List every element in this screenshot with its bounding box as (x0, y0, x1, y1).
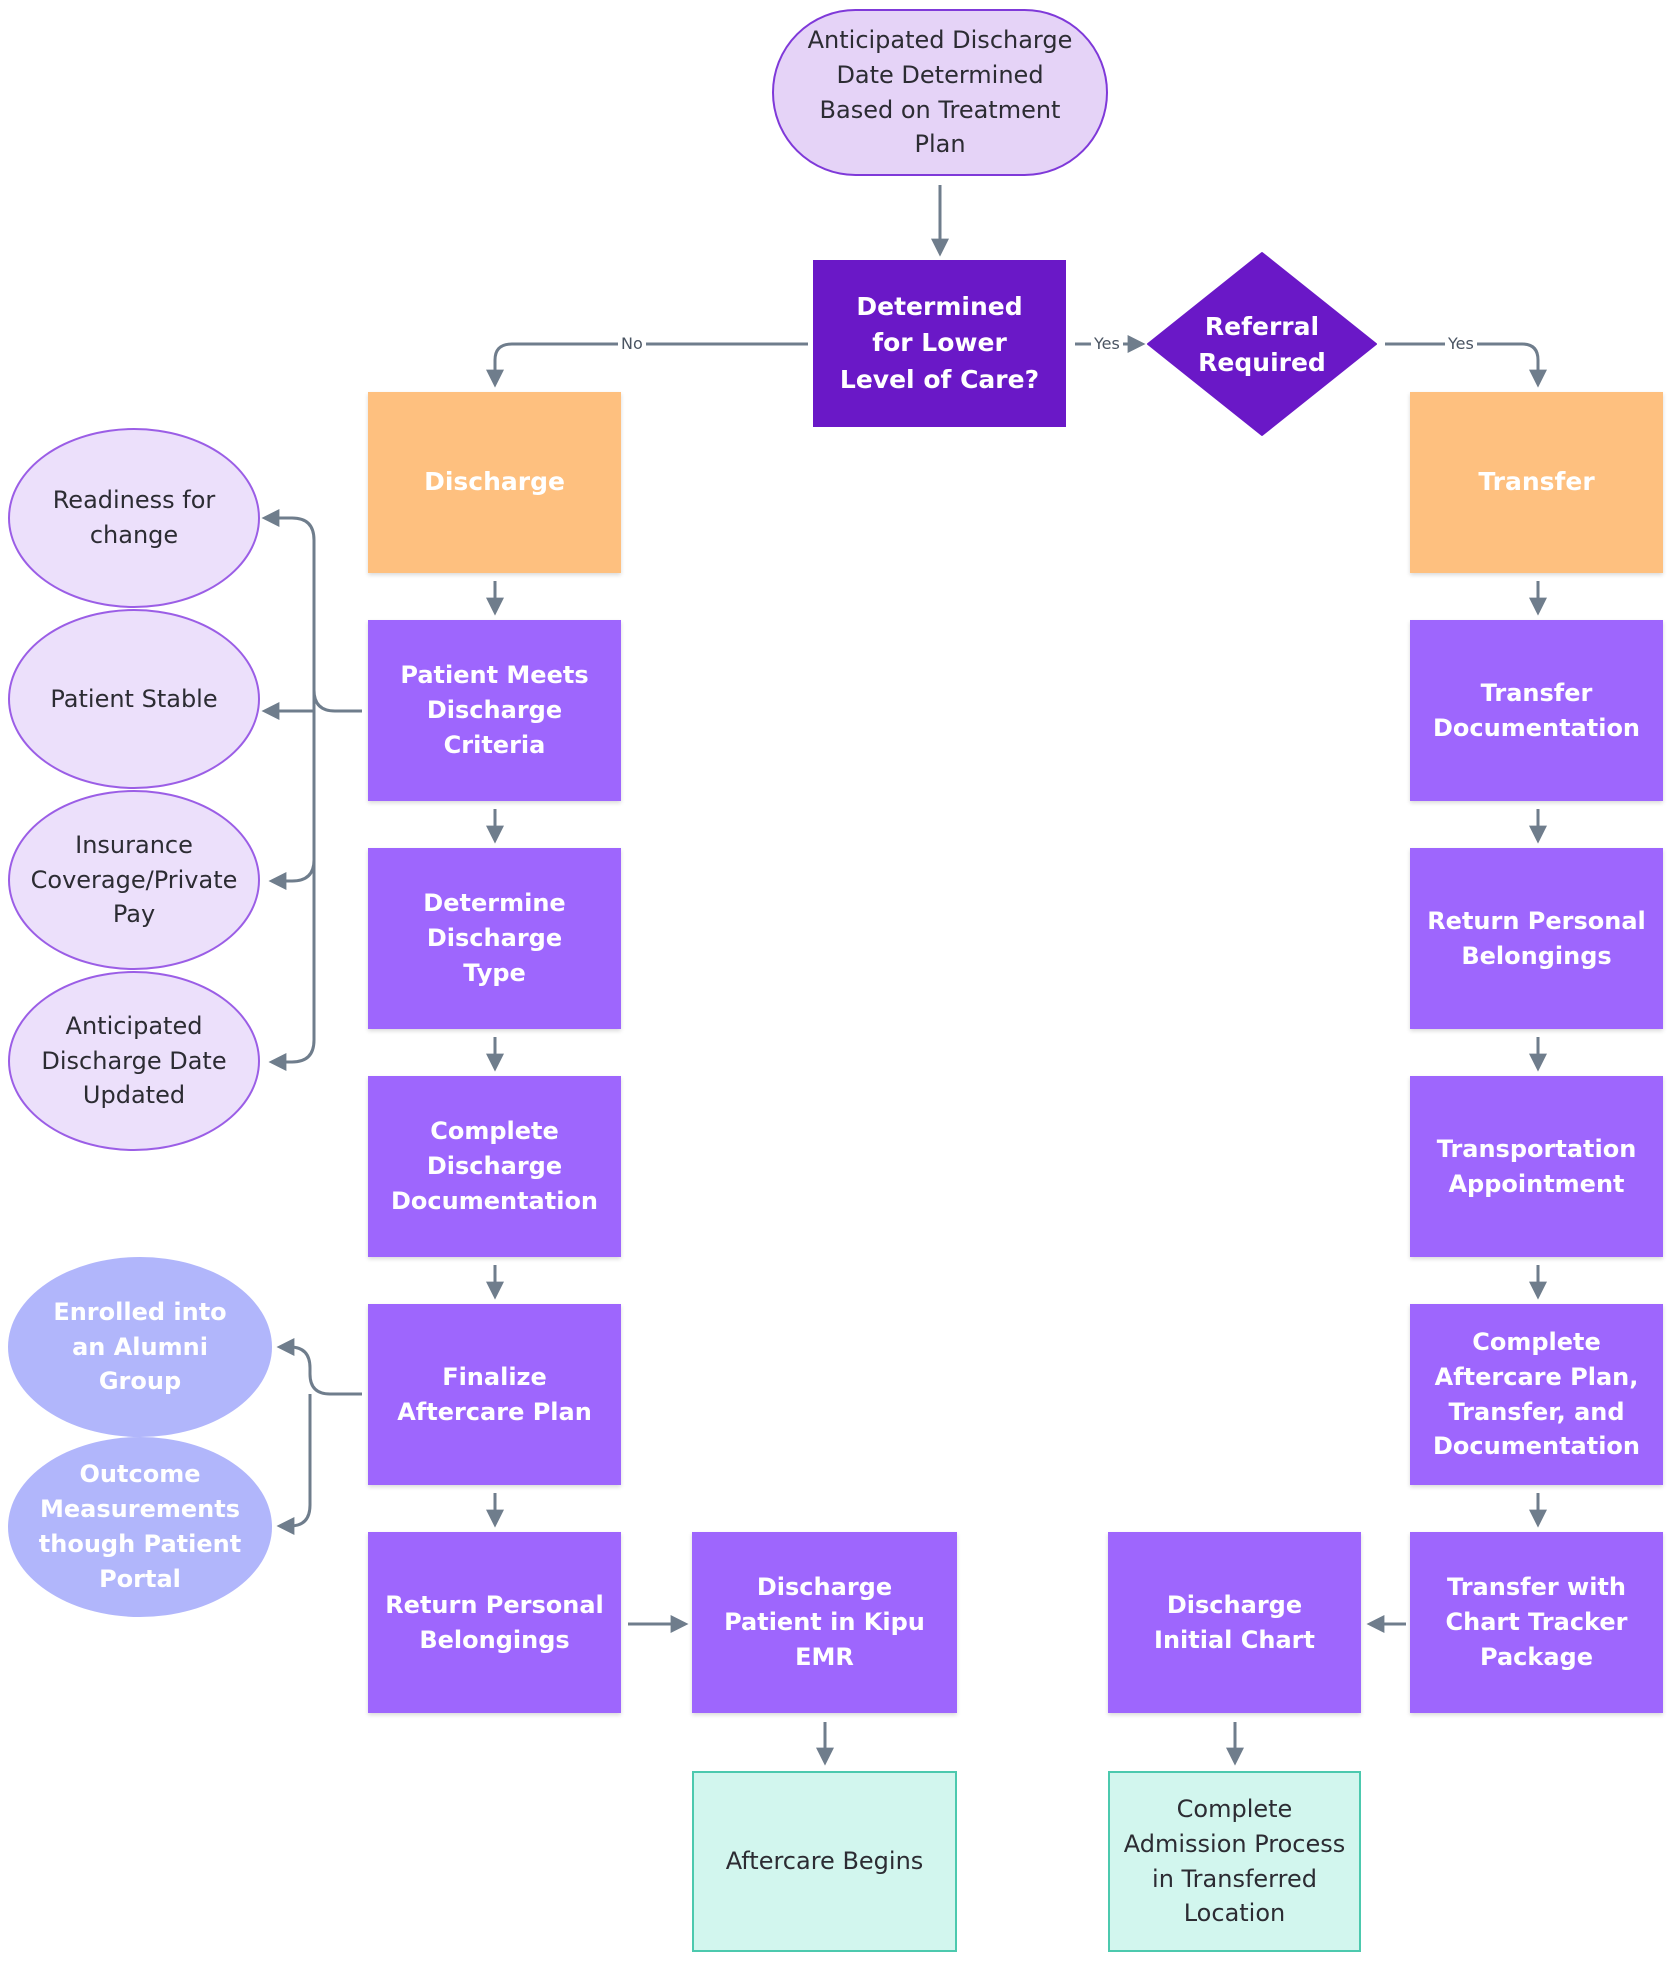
bracket-aftercare-lower (276, 1394, 312, 1535)
chart-tracker-node: Transfer with Chart Tracker Package (1410, 1532, 1663, 1713)
start-node: Anticipated Discharge Date Determined Ba… (772, 9, 1108, 176)
initial-chart-node: Discharge Initial Chart (1108, 1532, 1361, 1713)
complete-aftercare-node: Complete Aftercare Plan, Transfer, and D… (1410, 1304, 1663, 1485)
discharge-documentation-node: Complete Discharge Documentation (368, 1076, 621, 1257)
outcome-ellipse: Outcome Measurements though Patient Port… (8, 1437, 272, 1617)
edge-decision-discharge (486, 342, 808, 388)
transfer-documentation-node: Transfer Documentation (1410, 620, 1663, 801)
discharge-type-node: Determine Discharge Type (368, 848, 621, 1029)
aftercare-plan-node: Finalize Aftercare Plan (368, 1304, 621, 1485)
transfer-node: Transfer (1410, 392, 1663, 573)
alumni-ellipse: Enrolled into an Alumni Group (8, 1257, 272, 1437)
return-belongings-left-node: Return Personal Belongings (368, 1532, 621, 1713)
aftercare-begins-node: Aftercare Begins (692, 1771, 957, 1952)
edge-label-no: No (618, 335, 646, 353)
edge-label-yes-2: Yes (1445, 335, 1477, 353)
admission-node: Complete Admission Process in Transferre… (1108, 1771, 1361, 1952)
bracket-criteria-lower (268, 690, 316, 890)
patient-stable-ellipse: Patient Stable (8, 609, 260, 789)
kipu-discharge-node: Discharge Patient in Kipu EMR (692, 1532, 957, 1713)
referral-label: Referral Required (1198, 311, 1326, 377)
referral-diamond (1147, 252, 1377, 436)
transportation-node: Transportation Appointment (1410, 1076, 1663, 1257)
bracket-aftercare (276, 1338, 362, 1396)
readiness-ellipse: Readiness for change (8, 428, 260, 608)
insurance-ellipse: Insurance Coverage/Private Pay (8, 790, 260, 970)
criteria-node: Patient Meets Discharge Criteria (368, 620, 621, 801)
discharge-node: Discharge (368, 392, 621, 573)
bracket-criteria-bottom (268, 860, 316, 1071)
anticipated-date-ellipse: Anticipated Discharge Date Updated (8, 971, 260, 1151)
return-belongings-right-node: Return Personal Belongings (1410, 848, 1663, 1029)
bracket-criteria (261, 509, 362, 713)
edge-referral-transfer (1385, 342, 1547, 388)
decision-node: Determined for Lower Level of Care? (813, 260, 1066, 427)
edge-label-yes-1: Yes (1091, 335, 1123, 353)
